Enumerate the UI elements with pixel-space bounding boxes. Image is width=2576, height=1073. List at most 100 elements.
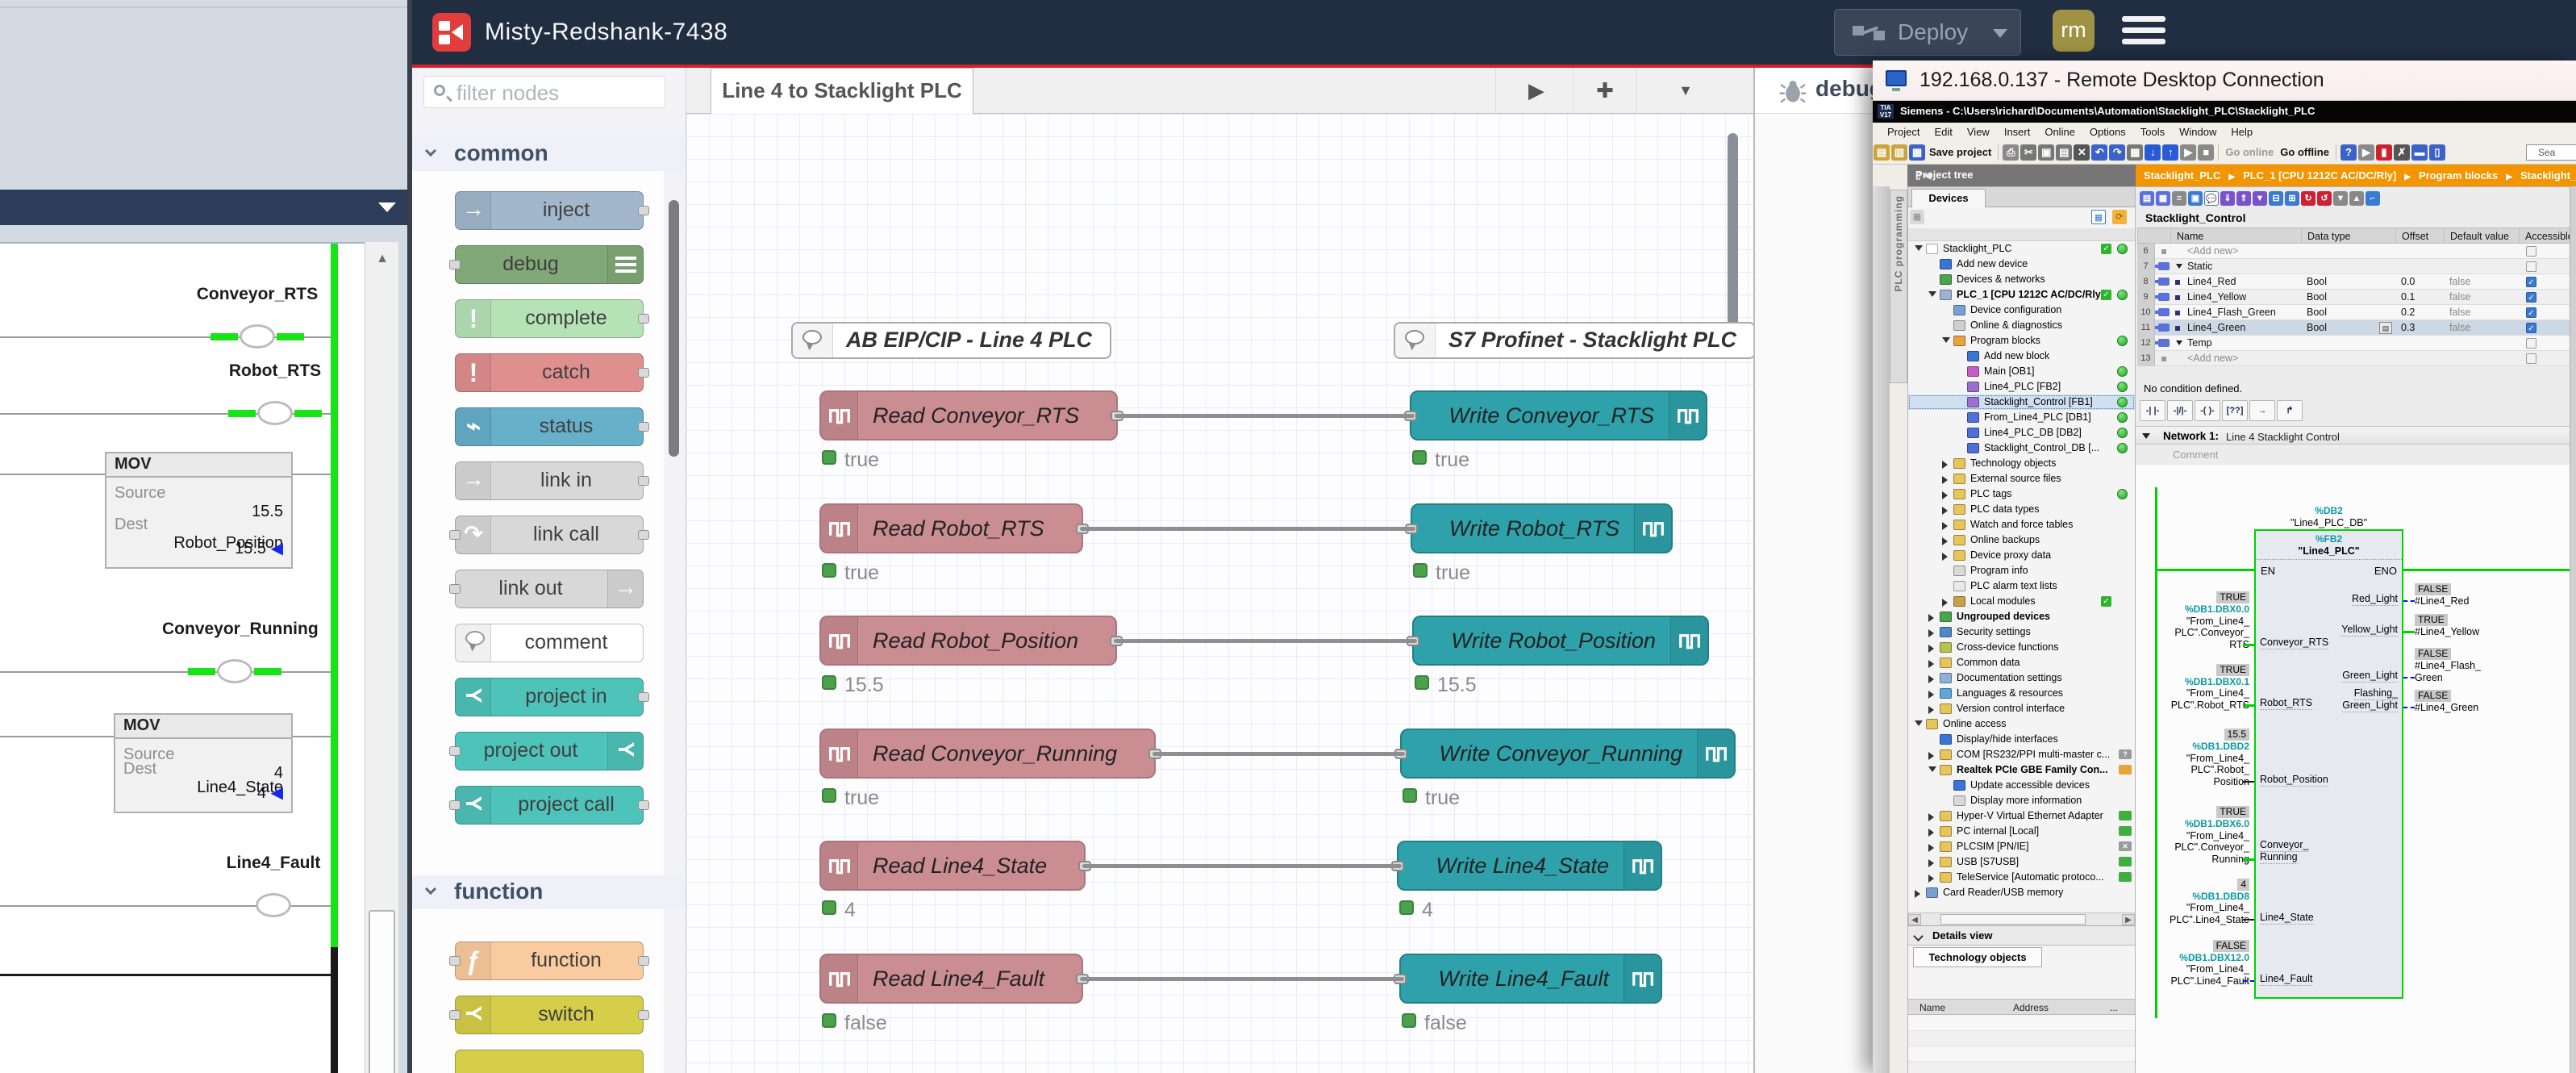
tree-item[interactable]: Online backups bbox=[1908, 532, 2135, 548]
palette-section-function[interactable]: function bbox=[412, 875, 686, 909]
tree-item[interactable]: Common data bbox=[1908, 655, 2135, 670]
cell-accessible-checkbox[interactable] bbox=[2526, 261, 2536, 272]
cell-accessible-checkbox[interactable]: ✓ bbox=[2526, 292, 2536, 303]
go-online-button[interactable]: Go online bbox=[2225, 146, 2274, 158]
print-icon[interactable]: ⎙ bbox=[2003, 144, 2020, 161]
upload-snap-icon[interactable]: ▲ bbox=[2349, 191, 2364, 206]
column-offset[interactable]: Offset bbox=[2402, 231, 2429, 242]
tree-item[interactable]: Device configuration bbox=[1908, 303, 2135, 318]
network-comment[interactable]: Comment bbox=[2173, 449, 2219, 461]
save-project-button[interactable]: Save project bbox=[1929, 146, 1992, 158]
palette-node-link-call[interactable]: ↷link call bbox=[449, 516, 649, 554]
tab-technology-objects[interactable]: Technology objects bbox=[1913, 947, 2042, 967]
tree-item[interactable]: Devices & networks bbox=[1908, 272, 2135, 287]
block-pin-label[interactable]: Robot_RTS bbox=[2260, 697, 2313, 710]
flow-comment-node[interactable]: S7 Profinet - Stacklight PLC bbox=[1394, 322, 1753, 359]
coil[interactable] bbox=[217, 659, 252, 683]
palette-node-complete[interactable]: !complete bbox=[455, 299, 649, 338]
ladder-scrollbar[interactable]: ▲ bbox=[365, 242, 398, 1073]
cell-accessible-checkbox[interactable] bbox=[2526, 353, 2536, 364]
node-output-port[interactable] bbox=[638, 422, 649, 432]
breadcrumb[interactable]: Stacklight_PLC▶PLC_1 [CPU 1212C AC/DC/Rl… bbox=[2136, 165, 2576, 186]
block-pin-label[interactable]: Line4_Fault bbox=[2260, 973, 2313, 986]
breadcrumb-segment[interactable]: PLC_1 [CPU 1212C AC/DC/Rly] bbox=[2243, 169, 2397, 182]
tia-titlebar[interactable]: TIA V17 Siemens - C:\Users\richard\Docum… bbox=[1873, 101, 2576, 123]
group-collapse-icon[interactable] bbox=[2176, 340, 2182, 345]
tree-item[interactable]: Main [OB1] bbox=[1908, 364, 2135, 379]
tree-item[interactable]: Stacklight_PLC✓ bbox=[1908, 241, 2135, 257]
tree-item[interactable]: COM [RS232/PPI multi-master c...? bbox=[1908, 747, 2135, 762]
tree-item[interactable]: Version control interface bbox=[1908, 701, 2135, 716]
tree-expand-icon[interactable] bbox=[1942, 522, 1948, 530]
block-pin-label[interactable]: Running bbox=[2260, 851, 2298, 864]
upload-icon[interactable]: ↑ bbox=[2162, 144, 2179, 161]
save-values-icon[interactable]: ⇑ bbox=[2236, 191, 2251, 206]
tree-item[interactable]: Online access bbox=[1908, 716, 2135, 732]
tree-item[interactable]: Device proxy data bbox=[1908, 548, 2135, 563]
rung-tag-label[interactable]: Line4_Fault bbox=[226, 854, 321, 872]
download-snap-icon[interactable]: ▼ bbox=[2333, 191, 2348, 206]
palette-scrollbar-thumb[interactable] bbox=[669, 200, 679, 457]
tree-item[interactable]: Display more information bbox=[1908, 793, 2135, 808]
interface-row[interactable]: 6<Add new> bbox=[2137, 244, 2576, 259]
tree-expand-icon[interactable] bbox=[1928, 691, 1934, 699]
operand-stack-input[interactable]: TRUE%DB1.DBX0.0"From_Line4_PLC".Conveyor… bbox=[2145, 591, 2249, 650]
palette-node-change[interactable] bbox=[455, 1050, 644, 1073]
lad-instruction-0[interactable]: -| |- bbox=[2140, 400, 2165, 421]
node-output-port[interactable] bbox=[638, 1010, 649, 1020]
deploy-dropdown-icon[interactable] bbox=[1993, 29, 2007, 38]
tab-devices[interactable]: Devices bbox=[1911, 189, 1986, 207]
palette-node-link-out[interactable]: →link out bbox=[449, 570, 644, 608]
prev-error-icon[interactable]: ↺ bbox=[2317, 191, 2332, 206]
project-tree-caption[interactable]: Project tree ▯ ◀ bbox=[1907, 165, 2136, 186]
node-output-port[interactable] bbox=[638, 956, 649, 966]
tree-expand-icon[interactable] bbox=[1942, 537, 1948, 545]
tree-expand-icon[interactable] bbox=[1942, 461, 1948, 469]
add-tab-button[interactable]: ✚ bbox=[1573, 68, 1637, 114]
cell-accessible-checkbox[interactable]: ✓ bbox=[2526, 323, 2536, 333]
lad-instruction-4[interactable]: → bbox=[2249, 400, 2275, 421]
avatar[interactable]: rm bbox=[2053, 10, 2095, 52]
node-input-port[interactable] bbox=[449, 260, 461, 269]
node-output-port[interactable] bbox=[638, 314, 649, 324]
cut-icon[interactable]: ✂ bbox=[2020, 144, 2037, 161]
flow-node-read[interactable]: Read Robot_Position bbox=[819, 616, 1123, 666]
chevron-down-icon[interactable] bbox=[2142, 433, 2150, 439]
tree-collapse-icon[interactable] bbox=[1942, 337, 1950, 343]
palette-node-inject[interactable]: →inject bbox=[455, 191, 649, 230]
new-project-icon[interactable]: ▤ bbox=[1874, 144, 1890, 161]
column-accessible[interactable]: Accessible bbox=[2525, 231, 2574, 242]
tree-item[interactable]: Display/hide interfaces bbox=[1908, 732, 2135, 747]
node-input-port[interactable] bbox=[449, 746, 461, 756]
deploy-button[interactable]: Deploy bbox=[1834, 9, 2021, 56]
operand-stack-output[interactable]: FALSE#Line4_Flash_Green bbox=[2415, 648, 2511, 683]
operand-stack-input[interactable]: TRUE%DB1.DBX6.0"From_Line4_PLC".Conveyor… bbox=[2145, 806, 2249, 865]
operand-stack-output[interactable]: FALSE#Line4_Green bbox=[2415, 689, 2511, 714]
main-menu-button[interactable] bbox=[2122, 16, 2165, 50]
tree-item[interactable]: Stacklight_Control [FB1] bbox=[1908, 395, 2135, 410]
tree-expand-icon[interactable] bbox=[1928, 875, 1934, 883]
operand-stack-input[interactable]: TRUE%DB1.DBX0.1"From_Line4_PLC".Robot_RT… bbox=[2145, 663, 2249, 712]
node-output-port[interactable] bbox=[638, 800, 649, 810]
stop-cpu-icon[interactable]: ■ bbox=[2198, 144, 2215, 161]
chevron-down-icon[interactable] bbox=[378, 202, 396, 212]
stop-sim-icon[interactable]: ▮ bbox=[2375, 144, 2392, 161]
open-project-icon[interactable]: ▥ bbox=[1891, 144, 1907, 161]
rung-tag-label[interactable]: Conveyor_RTS bbox=[196, 285, 319, 303]
add-row-icon[interactable]: ▦ bbox=[2156, 191, 2170, 206]
block-pin-label[interactable]: Green_Light bbox=[2342, 670, 2398, 683]
tree-expand-icon[interactable] bbox=[1942, 491, 1948, 499]
tree-expand-icon[interactable] bbox=[1942, 476, 1948, 484]
tree-item[interactable]: Hyper-V Virtual Ethernet Adapter bbox=[1908, 808, 2135, 824]
tree-item[interactable]: Add new device bbox=[1908, 257, 2135, 272]
tree-item[interactable]: Security settings bbox=[1908, 624, 2135, 640]
node-input-port[interactable] bbox=[449, 530, 461, 540]
tree-expand-icon[interactable] bbox=[1942, 507, 1948, 515]
palette-node-status[interactable]: ⌁status bbox=[455, 407, 649, 446]
undo-icon[interactable]: ↶ bbox=[2091, 144, 2108, 161]
palette-node-debug[interactable]: debug bbox=[449, 245, 644, 284]
run-flow-button[interactable]: ▶ bbox=[1528, 78, 1544, 102]
